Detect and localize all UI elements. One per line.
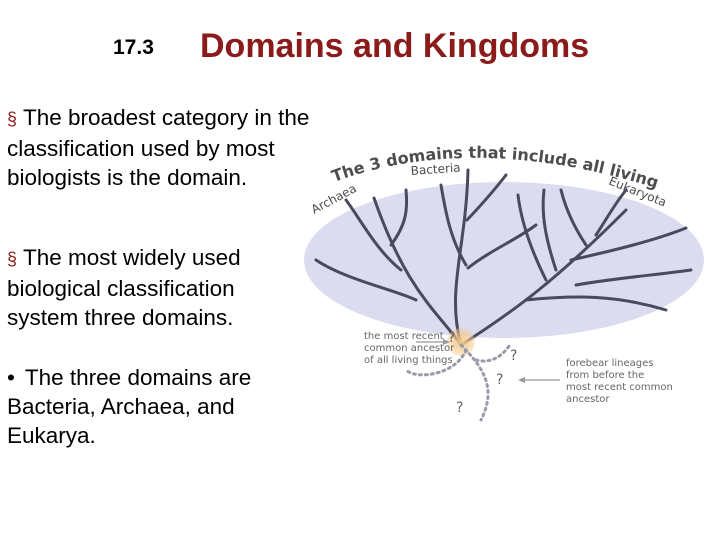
bullet-broadest-category: §The broadest category in the classifica… [7,103,327,192]
unknown-mark: ? [510,348,517,364]
unknown-mark: ? [456,400,463,416]
ancestor-label-line3: of all living things [364,355,453,366]
forebear-label-line1: forebear lineages [566,358,654,369]
forebear-label-line3: most recent common [566,382,673,393]
section-number: 17.3 [113,36,154,59]
slide-title: Domains and Kingdoms [200,27,590,65]
bullet-three-domains: §The most widely used biological classif… [7,243,297,332]
tree-of-life-figure: The 3 domains that include all living th… [296,120,704,422]
bullet-marker: • [7,365,15,390]
bullet-text: The broadest category in the classificat… [7,105,310,190]
forebear-lineages [404,343,512,422]
unknown-mark: ? [496,372,503,388]
domain-label-bacteria: Bacteria [410,161,461,178]
phylogenetic-branches [314,168,693,347]
bullet-domain-names: •The three domains are Bacteria, Archaea… [7,363,307,450]
ancestor-arrowhead [443,339,450,345]
bullet-marker: § [7,249,18,269]
forebear-label-line2: from before the [566,370,644,381]
forebear-label-line4: ancestor [566,394,610,405]
ancestor-marker [447,328,475,356]
unknown-mark: ? [448,330,455,346]
bullet-text: The most widely used biological classifi… [7,245,241,330]
ancestor-label-line2: common ancestor [364,343,455,354]
ancestor-label-line1: the most recent [364,331,444,342]
forebear-arrowhead [518,377,525,383]
bullet-text: The three domains are Bacteria, Archaea,… [7,365,252,448]
bullet-marker: § [7,109,18,129]
